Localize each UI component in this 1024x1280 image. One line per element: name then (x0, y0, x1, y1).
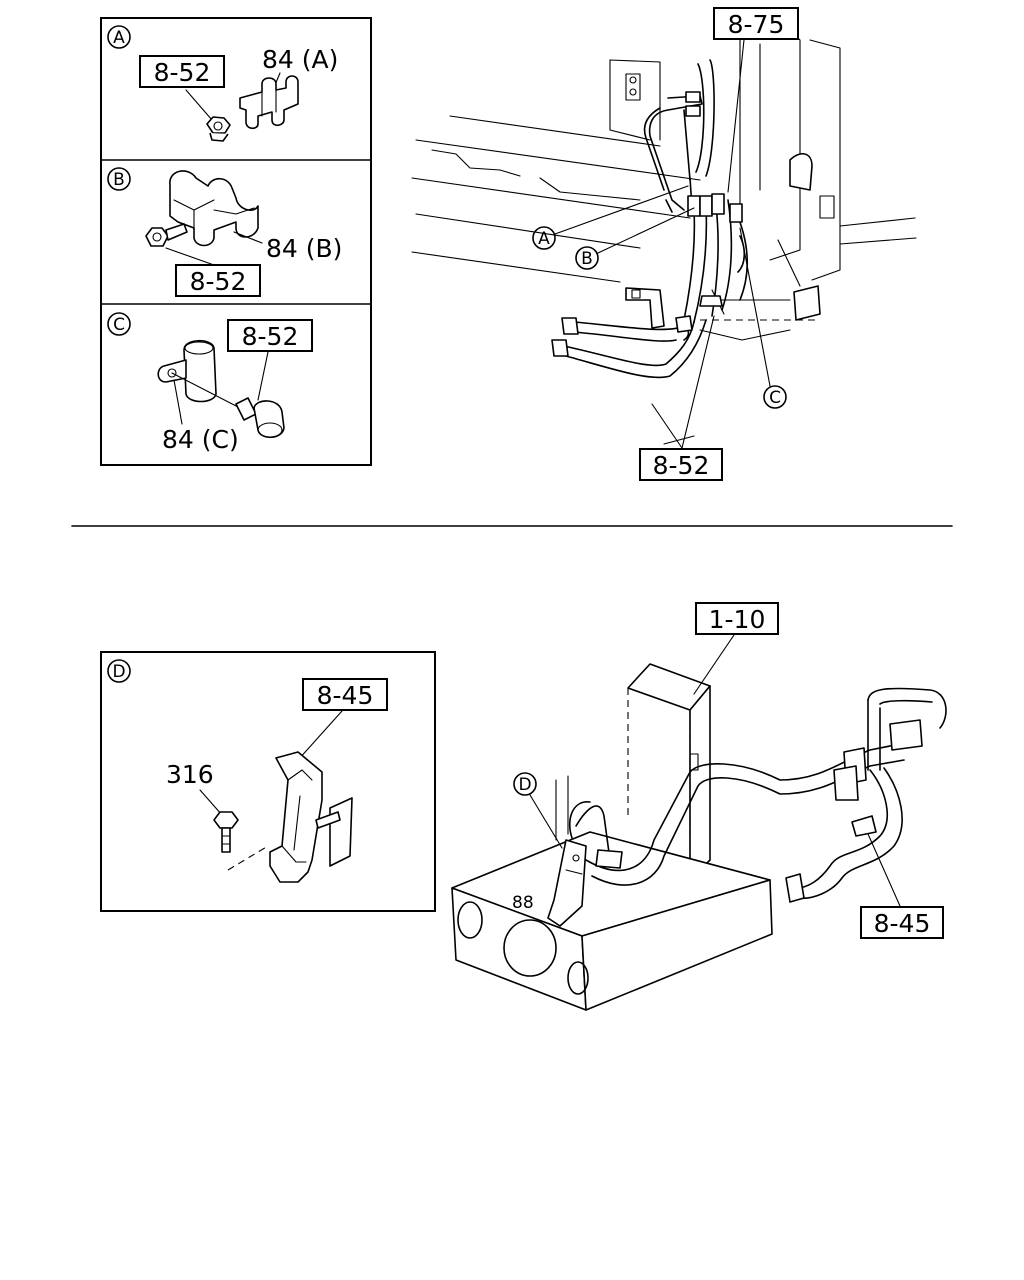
bracket-8-45-icon (269, 751, 353, 883)
detail-a-letter: A (113, 28, 125, 48)
clip-84a-icon (239, 75, 299, 130)
top-callout-b: B (581, 249, 593, 269)
clamp-84c-icon (157, 339, 217, 403)
detail-a: A 8-52 84 (A) (107, 25, 338, 142)
detail-c-part-label: 84 (C) (162, 425, 239, 454)
top-ref-8-52: 8-52 (653, 451, 710, 480)
flange-bolt-icon (235, 397, 285, 439)
detail-b-letter: B (113, 170, 125, 190)
top-ref-8-75: 8-75 (728, 10, 785, 39)
detail-d-letter: D (112, 662, 125, 682)
detail-a-ref-label: 8-52 (154, 58, 211, 87)
bottom-ref-1-10: 1-10 (709, 605, 766, 634)
frame-mark: 88 (512, 893, 534, 913)
bottom-ref-8-45: 8-45 (874, 909, 931, 938)
bottom-assembly-view: 88 D 1-10 8-45 (451, 602, 947, 1011)
top-callout-c: C (769, 388, 781, 408)
detail-b: B 84 (B) 8-52 (107, 167, 342, 297)
detail-c-ref-label: 8-52 (242, 322, 299, 351)
detail-d-ref-label: 8-45 (317, 681, 374, 710)
top-callout-a: A (538, 229, 550, 249)
clip-84b-icon (169, 170, 259, 247)
detail-d: D 8-45 316 (100, 651, 436, 912)
bottom-callout-d: D (518, 775, 531, 795)
detail-c-letter: C (113, 315, 125, 335)
detail-b-part-label: 84 (B) (266, 234, 342, 263)
top-assembly-view: A B C 8-75 8-52 (411, 7, 917, 481)
detail-d-part-label: 316 (166, 760, 214, 789)
bolt-316-icon (213, 811, 239, 853)
detail-panel-abc (100, 17, 372, 466)
detail-b-ref-label: 8-52 (190, 267, 247, 296)
detail-c: C 8-52 84 (C) (107, 312, 313, 454)
nut-icon (206, 116, 231, 142)
detail-a-part-label: 84 (A) (262, 45, 338, 74)
bolt-icon (145, 223, 188, 247)
